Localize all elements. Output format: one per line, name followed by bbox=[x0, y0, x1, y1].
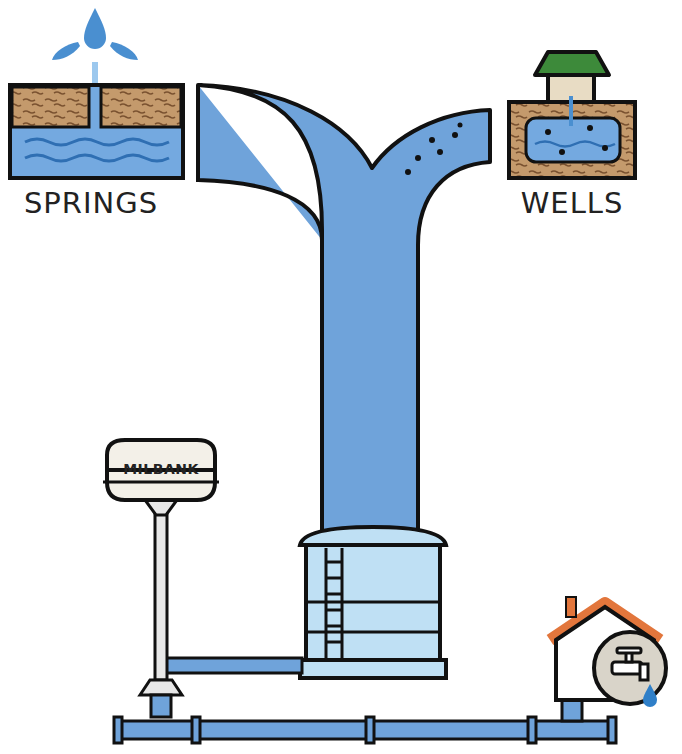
y-pipe bbox=[198, 85, 490, 532]
house-icon bbox=[550, 597, 666, 707]
text-label: SPRINGS bbox=[24, 186, 158, 220]
cistern bbox=[300, 527, 446, 678]
springs-icon bbox=[10, 8, 183, 178]
text-label: MILBANK bbox=[123, 461, 199, 477]
main-pipe bbox=[114, 700, 616, 743]
water-tower bbox=[103, 440, 219, 717]
text-label: WELLS bbox=[521, 186, 624, 220]
wells-icon bbox=[509, 52, 635, 178]
